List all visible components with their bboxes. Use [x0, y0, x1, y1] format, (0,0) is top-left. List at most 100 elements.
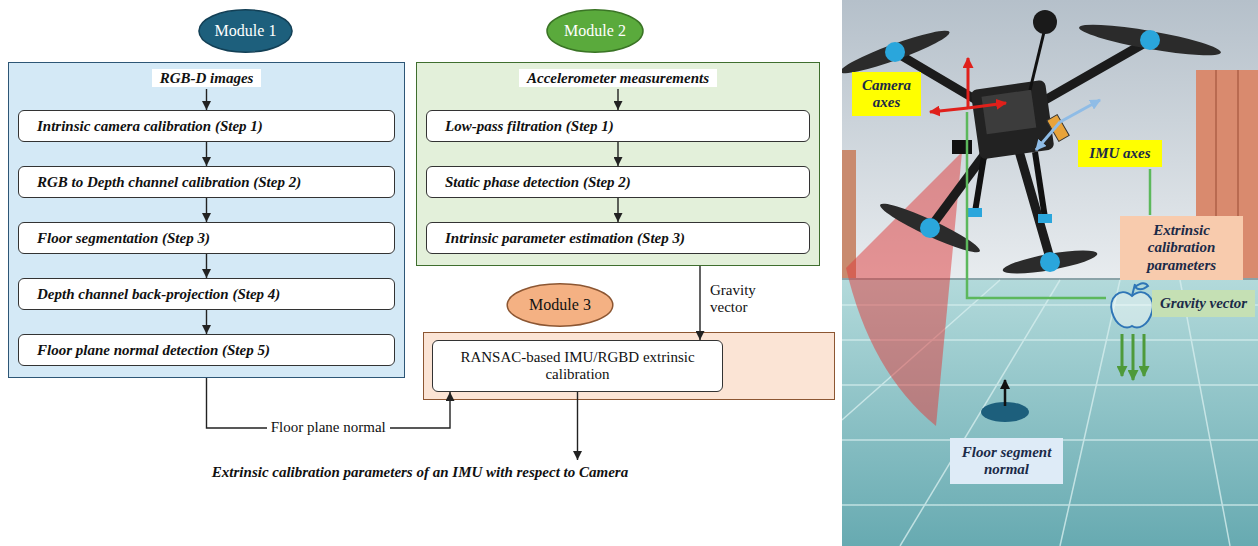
process-box: RGB to Depth channel calibration (Step 2… [18, 166, 395, 198]
imu-chip [1047, 115, 1069, 142]
floor [842, 278, 1258, 546]
connector-arrow [206, 198, 207, 222]
edge-label: Gravity vector [706, 282, 778, 317]
heading-row: Accelerometer measurements [416, 69, 820, 87]
photo-label: IMU axes [1078, 140, 1162, 167]
ellipse-shape [507, 284, 613, 326]
node-text: Depth channel back-projection (Step 4) [29, 285, 288, 304]
photo-label: Floor segment normal [950, 438, 1063, 484]
panel-heading: Accelerometer measurements [519, 69, 717, 87]
imu-axis [1036, 122, 1060, 150]
gravity-arrow [1132, 334, 1135, 380]
node-text: Module 3 [529, 296, 591, 314]
module-ellipse: Module 3 [505, 282, 615, 328]
flight-board [981, 90, 1036, 135]
floor-tiles [842, 280, 1258, 546]
node-text: Intrinsic camera calibration (Step 1) [29, 117, 271, 136]
process-box: RANSAC-based IMU/RGBD extrinsic calibrat… [432, 340, 723, 392]
camera-axis [967, 58, 970, 108]
connector-arrow [206, 89, 207, 110]
connector-arrow [617, 89, 618, 110]
edge-label: Floor plane normal [267, 419, 390, 436]
camera-view-cone [846, 152, 962, 426]
process-box: Static phase detection (Step 2) [426, 166, 810, 198]
module-panel: Accelerometer measurementsLow-pass filtr… [416, 62, 820, 266]
leg-cap [968, 208, 982, 217]
motor-mount [920, 218, 940, 238]
node-text: Camera axes [858, 77, 915, 112]
ellipse-shape [199, 10, 292, 52]
motor-mount [1040, 252, 1060, 272]
node-text: Floor plane normal detection (Step 5) [29, 341, 278, 360]
drone-arm [1010, 120, 1050, 258]
tile-line [1180, 280, 1230, 546]
node-text: Module 1 [215, 22, 277, 40]
process-box: Low-pass filtration (Step 1) [426, 110, 810, 142]
connector-arrow [617, 198, 618, 222]
node-text: IMU axes [1089, 145, 1150, 162]
tile-line [842, 280, 1000, 420]
process-box: Floor segmentation (Step 3) [18, 222, 395, 254]
drone-body [970, 80, 1054, 160]
drone-arm [930, 120, 1010, 228]
tile-line [842, 339, 1258, 341]
wall [842, 0, 1258, 280]
leg-cap [1038, 214, 1052, 223]
drone-arm [1010, 40, 1150, 120]
propeller [1078, 19, 1223, 62]
gravity-arrow [1143, 334, 1146, 376]
tile-line [1060, 280, 1120, 546]
node-text: RANSAC-based IMU/RGBD extrinsic calibrat… [443, 349, 712, 383]
propeller [1001, 246, 1098, 278]
node-text: Module 2 [564, 22, 626, 40]
photo-scene [842, 0, 1258, 546]
floor-normal-disc [981, 402, 1029, 422]
tile-line [842, 384, 1258, 386]
gravity-arrow [1121, 334, 1124, 376]
extrinsic-leader [1149, 169, 1152, 215]
node-text: Static phase detection (Step 2) [437, 173, 639, 192]
tile-line [900, 280, 1060, 546]
connector-arrow [699, 266, 700, 340]
module-ellipse: Module 2 [545, 8, 645, 54]
landing-leg [975, 150, 985, 212]
tile-line [842, 504, 1258, 506]
gps-mast [1030, 28, 1045, 90]
floor-normal-arrow [1004, 380, 1007, 406]
node-text: Extrinsic calibration parameters [1126, 222, 1237, 274]
node-text: Gravity vector [1160, 295, 1247, 312]
connector-arrow [206, 254, 207, 278]
landing-leg [1035, 152, 1045, 218]
node-text: Floor segmentation (Step 3) [29, 229, 218, 248]
lockers [842, 150, 856, 280]
module-panel: RGB-D imagesIntrinsic camera calibration… [8, 62, 405, 378]
connector-arrow [617, 142, 618, 166]
connector-arrow [206, 142, 207, 166]
imu-axis [1060, 100, 1100, 122]
process-box: Intrinsic parameter estimation (Step 3) [426, 222, 810, 254]
node-text: RGB to Depth channel calibration (Step 2… [29, 173, 309, 192]
gps-puck [1033, 10, 1057, 34]
node-text: Floor segment normal [956, 444, 1057, 479]
camera-axis [968, 103, 1006, 108]
photo-label: Extrinsic calibration parameters [1120, 216, 1243, 280]
output-arrow [577, 392, 578, 460]
process-box: Intrinsic camera calibration (Step 1) [18, 110, 395, 142]
node-text: Low-pass filtration (Step 1) [437, 117, 622, 136]
photo-label: Gravity vector [1152, 290, 1255, 317]
process-box: Depth channel back-projection (Step 4) [18, 278, 395, 310]
panel-heading: RGB-D images [152, 69, 262, 87]
apple-icon [1111, 292, 1153, 327]
process-box: Floor plane normal detection (Step 5) [18, 334, 395, 366]
camera-axis [930, 108, 968, 112]
ellipse-shape [547, 10, 643, 52]
motor-mount [1140, 30, 1160, 50]
motor-mount [885, 42, 905, 62]
heading-row: RGB-D images [8, 69, 405, 87]
apple-stem [1132, 283, 1148, 296]
connector-arrow [206, 310, 207, 334]
propeller [877, 198, 983, 259]
photo-label: Camera axes [852, 72, 921, 116]
module-ellipse: Module 1 [197, 8, 294, 54]
node-text: Intrinsic parameter estimation (Step 3) [437, 229, 693, 248]
